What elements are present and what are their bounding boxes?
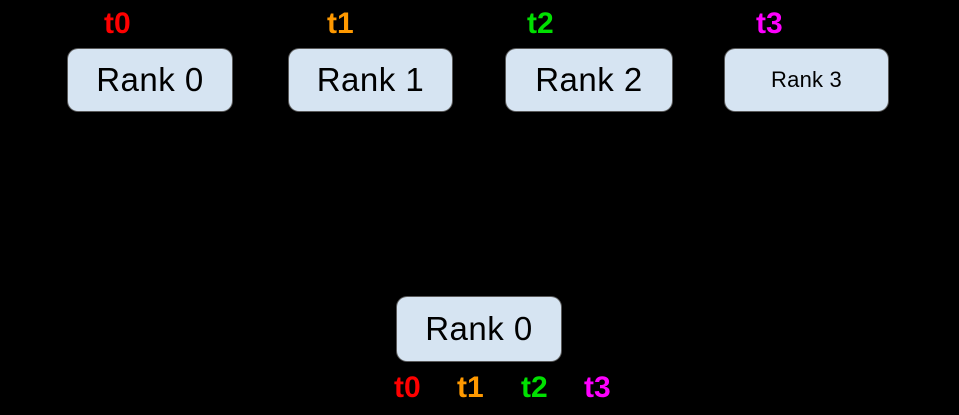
thread-label-t0-bottom: t0 (394, 371, 421, 404)
thread-label-t2-bottom: t2 (521, 371, 548, 404)
thread-label-t1-top: t1 (327, 7, 354, 40)
rank-2-node: Rank 2 (506, 49, 672, 111)
rank-1-node: Rank 1 (289, 49, 452, 111)
thread-label-t2-top: t2 (527, 7, 554, 40)
rank-3-node: Rank 3 (725, 49, 888, 111)
thread-label-t3-bottom: t3 (584, 371, 611, 404)
bottom-rank-0-node: Rank 0 (397, 297, 561, 361)
rank-0-node: Rank 0 (68, 49, 232, 111)
thread-label-t3-top: t3 (756, 7, 783, 40)
thread-label-t1-bottom: t1 (457, 371, 484, 404)
thread-label-t0-top: t0 (104, 7, 131, 40)
